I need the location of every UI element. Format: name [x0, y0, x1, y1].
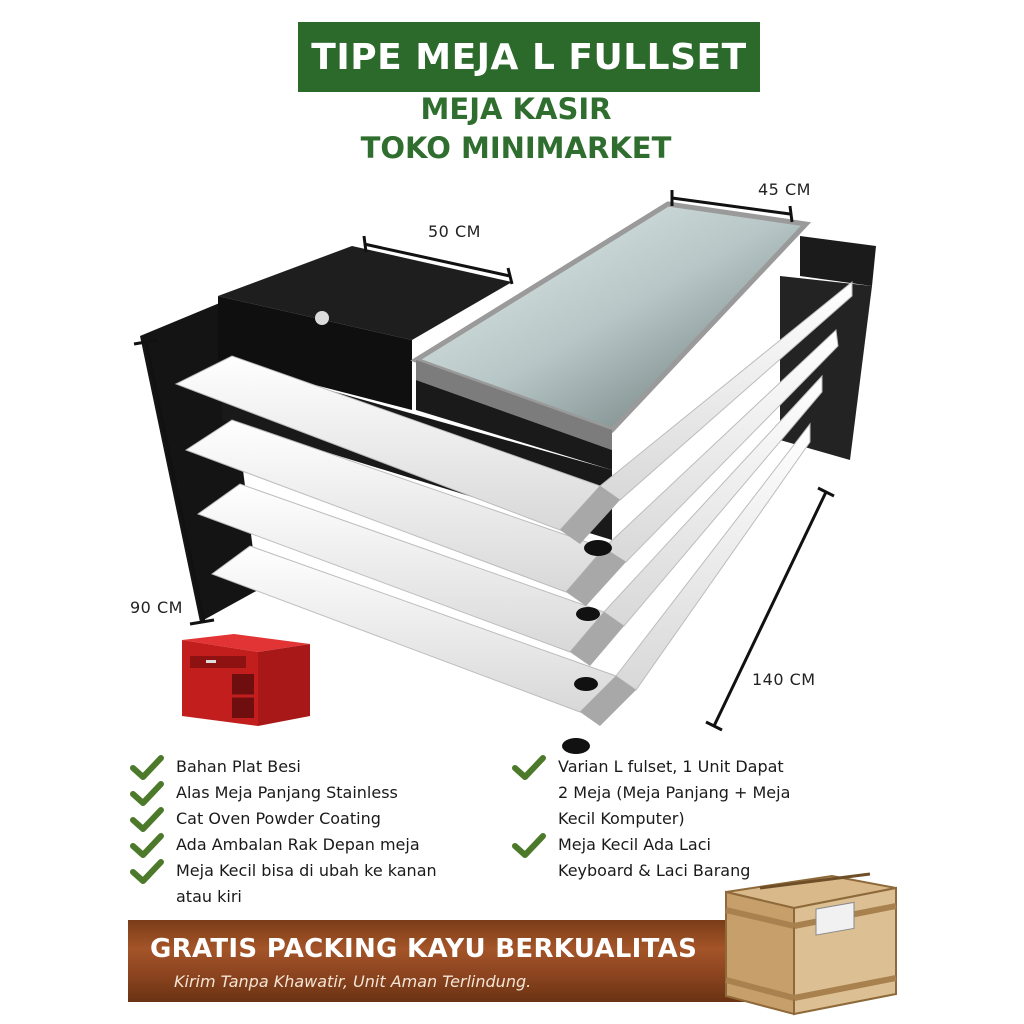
- check-icon: [130, 781, 164, 806]
- subtitle-meja-kasir: MEJA KASIR: [420, 92, 612, 126]
- feature-item: Ada Ambalan Rak Depan meja: [130, 832, 437, 858]
- check-icon: [130, 755, 164, 780]
- feature-item-continued: Kecil Komputer): [558, 809, 685, 828]
- subtitle-toko-minimarket: TOKO MINIMARKET: [360, 131, 672, 165]
- feature-item-continued: 2 Meja (Meja Panjang + Meja: [558, 783, 791, 802]
- check-icon: [512, 755, 546, 780]
- feature-item: Meja Kecil bisa di ubah ke kanan: [130, 858, 437, 884]
- dimension-height: 90 CM: [130, 598, 183, 617]
- dimension-length: 140 CM: [752, 670, 816, 689]
- dimension-top-right: 45 CM: [758, 180, 811, 199]
- feature-item: Alas Meja Panjang Stainless: [130, 780, 437, 806]
- feature-item-continued: atau kiri: [176, 887, 242, 906]
- footer-wood-banner: [128, 920, 772, 1002]
- page-title: TIPE MEJA L FULLSET: [311, 36, 747, 78]
- feature-item: Cat Oven Powder Coating: [130, 806, 437, 832]
- wooden-crate-illustration: [725, 872, 897, 1016]
- feature-item-continued: Keyboard & Laci Barang: [558, 861, 751, 880]
- check-icon: [130, 807, 164, 832]
- check-icon: [130, 833, 164, 858]
- footer-title: GRATIS PACKING KAYU BERKUALITAS: [150, 934, 698, 964]
- title-banner: TIPE MEJA L FULLSET: [298, 22, 760, 92]
- features-left-list: Bahan Plat Besi Alas Meja Panjang Stainl…: [130, 754, 437, 910]
- dimension-top-left: 50 CM: [428, 222, 481, 241]
- red-desk-illustration: [182, 634, 310, 726]
- feature-item: Bahan Plat Besi: [130, 754, 437, 780]
- footer-subtitle: Kirim Tanpa Khawatir, Unit Aman Terlindu…: [174, 972, 532, 991]
- feature-item: Varian L fulset, 1 Unit Dapat: [512, 754, 790, 780]
- feature-item: Meja Kecil Ada Laci: [512, 832, 790, 858]
- features-right-list: Varian L fulset, 1 Unit Dapat 2 Meja (Me…: [512, 754, 790, 884]
- check-icon: [130, 859, 164, 884]
- check-icon: [512, 833, 546, 858]
